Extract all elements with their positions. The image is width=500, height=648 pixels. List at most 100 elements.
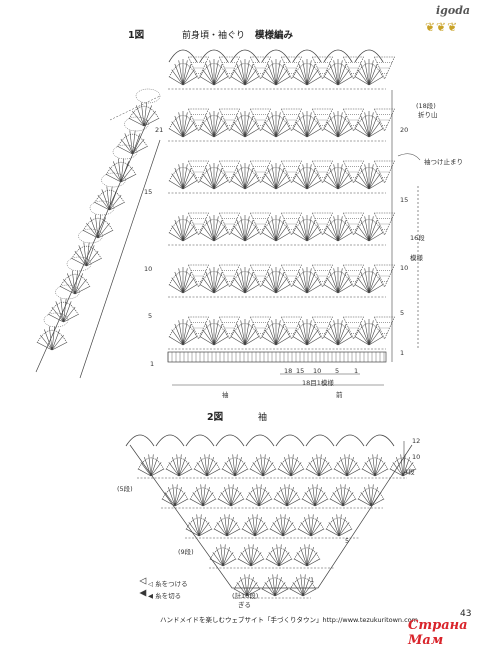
fan-motif — [262, 111, 290, 138]
sleeve-scallop — [335, 434, 365, 447]
fan-arc — [168, 271, 198, 286]
strip-connector — [109, 95, 161, 121]
pineapple-motif — [219, 264, 240, 288]
fan-arc — [357, 487, 385, 500]
fig2-note-end: ぎる — [238, 601, 251, 609]
fan-motif — [302, 484, 328, 507]
fan-arc — [209, 547, 237, 560]
fig1-row-right-5: 5 — [400, 309, 405, 317]
fan-arc — [354, 271, 384, 286]
fan-arc — [185, 517, 213, 530]
fan-motif — [326, 514, 352, 537]
fan-motif — [169, 59, 197, 86]
fan-motif — [355, 215, 383, 242]
fan-motif — [262, 319, 290, 346]
fig1-count-5: 5 — [335, 367, 340, 375]
pineapple-motif — [312, 160, 333, 184]
fan-motif — [250, 454, 276, 477]
fan-arc — [199, 167, 229, 182]
fan-motif — [294, 544, 320, 567]
fan-motif — [214, 514, 240, 537]
sleeve-scallop — [245, 434, 275, 447]
fan-motif — [293, 215, 321, 242]
figure1-label: 1図 — [128, 30, 145, 41]
fan-arc — [168, 63, 198, 78]
fig2-row-right-1: 1 — [310, 576, 315, 584]
pineapple-motif — [343, 108, 364, 132]
legend-cut-yarn: ◀ 糸を切る — [148, 592, 182, 600]
fan-motif — [231, 319, 259, 346]
fan-motif — [262, 574, 288, 597]
fan-motif — [231, 215, 259, 242]
watermark-text: Страна Мам — [408, 618, 468, 648]
fig2-note-4rows: 4段 — [404, 468, 415, 476]
fan-arc — [354, 219, 384, 234]
fan-motif — [169, 163, 197, 190]
fan-motif — [274, 484, 300, 507]
pineapple-motif — [219, 316, 240, 340]
top-scallop — [230, 49, 260, 63]
fan-motif — [262, 163, 290, 190]
strip-loop — [135, 88, 161, 104]
fig1-row-left-10: 10 — [144, 265, 153, 273]
fan-arc — [261, 167, 291, 182]
fig2-note-9rows: (9段) — [178, 548, 194, 556]
fan-motif — [162, 484, 188, 507]
fan-arc — [354, 323, 384, 338]
top-scallop — [168, 49, 198, 63]
pineapple-motif — [281, 56, 302, 80]
fan-arc — [48, 301, 79, 315]
fan-arc — [289, 577, 317, 590]
fig2-note-5rows: (5段) — [117, 485, 133, 493]
fig2-row-right-5: 5 — [345, 537, 350, 545]
figure2-label: 2図 — [207, 412, 224, 423]
fan-motif — [324, 267, 352, 294]
pineapple-motif — [312, 56, 333, 80]
fan-arc — [323, 115, 353, 130]
footer-website-text: ハンドメイドを楽しむウェブサイト「手づくりタウン」http://www.tezu… — [160, 616, 418, 624]
fan-motif — [290, 574, 316, 597]
fig1-row-right-20: 20 — [400, 126, 409, 134]
fan-motif — [266, 544, 292, 567]
fan-arc — [105, 161, 137, 175]
pineapple-motif — [312, 212, 333, 236]
pineapple-motif — [188, 212, 209, 236]
fan-arc — [230, 115, 260, 130]
fan-arc — [333, 457, 361, 470]
fan-motif — [200, 111, 228, 138]
fan-arc — [292, 271, 322, 286]
fan-arc — [249, 457, 277, 470]
sleeve-scallop — [125, 434, 155, 447]
fan-motif — [231, 59, 259, 86]
pineapple-motif — [374, 316, 395, 340]
sleeve-scallop — [365, 434, 395, 447]
fan-motif — [330, 484, 356, 507]
top-scallop — [292, 49, 322, 63]
fan-motif — [298, 514, 324, 537]
fig1-repeat-label: 18目1模様 — [302, 379, 334, 387]
fan-arc — [165, 457, 193, 470]
fan-arc — [237, 547, 265, 560]
fan-motif — [324, 111, 352, 138]
fan-arc — [325, 517, 353, 530]
fan-motif — [238, 544, 264, 567]
butterfly-ornament-icon: ❦❦❦ — [425, 20, 459, 34]
fan-motif — [190, 484, 216, 507]
fan-arc — [36, 329, 68, 343]
fan-motif — [334, 454, 360, 477]
fan-motif — [200, 163, 228, 190]
pineapple-motif — [281, 264, 302, 288]
fan-motif — [200, 267, 228, 294]
fan-motif — [324, 215, 352, 242]
fig1-row-right-15: 15 — [400, 196, 409, 204]
pineapple-motif — [219, 160, 240, 184]
brand-logo: igoda — [436, 4, 471, 17]
pineapple-motif — [250, 160, 271, 184]
fan-motif — [200, 59, 228, 86]
pineapple-motif — [374, 108, 395, 132]
strip-edge-right — [79, 139, 161, 379]
fan-arc — [199, 115, 229, 130]
pineapple-motif — [312, 316, 333, 340]
fan-motif — [169, 111, 197, 138]
fan-motif — [231, 163, 259, 190]
